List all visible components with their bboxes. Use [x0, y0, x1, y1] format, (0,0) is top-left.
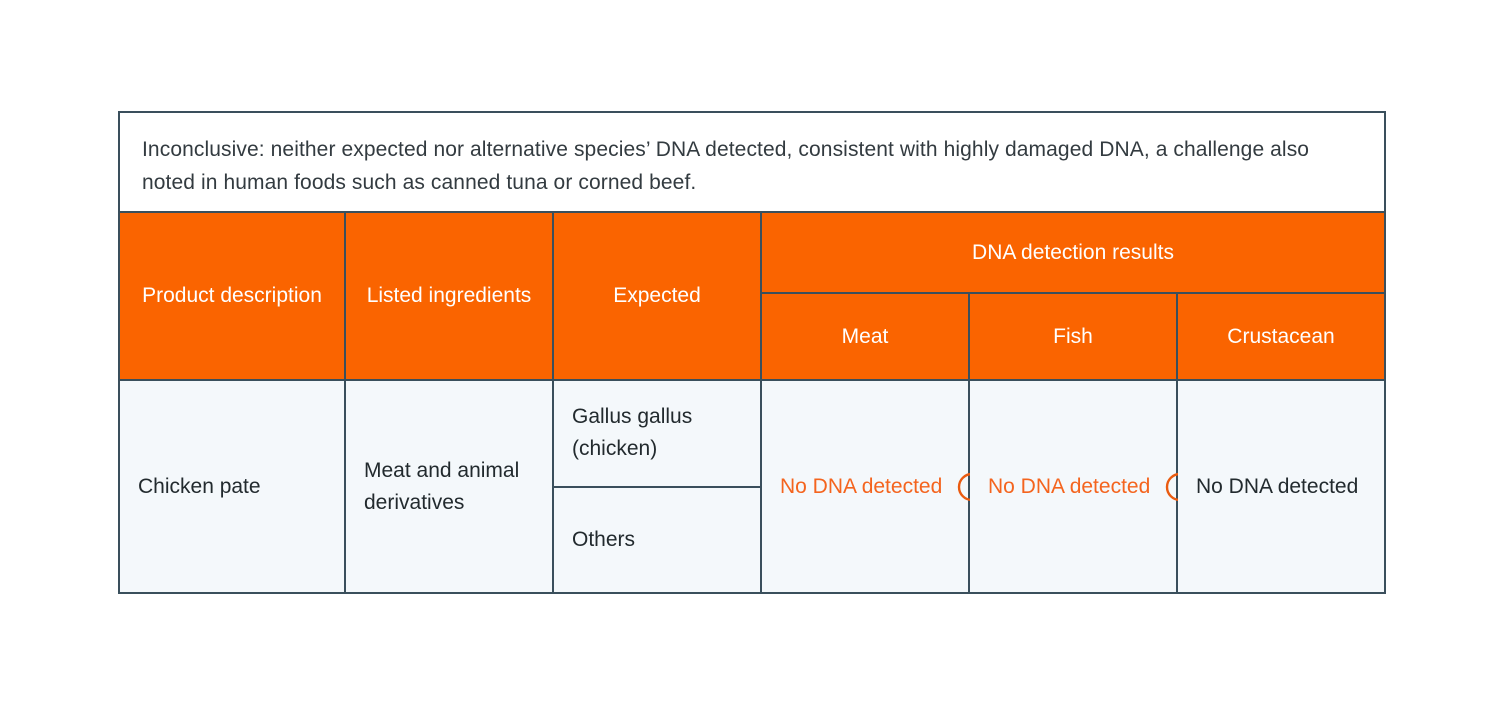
result-text-fish: No DNA detected [988, 474, 1151, 498]
cell-expected-primary: Gallus gallus (chicken) [554, 381, 760, 488]
table-header-row: Product description Listed ingredients E… [120, 213, 1384, 381]
column-group-header-label: DNA detection results [762, 213, 1384, 294]
cell-listed-ingredients: Meat and animal derivatives [346, 381, 554, 592]
column-header-meat: Meat [762, 294, 970, 379]
cell-expected: Gallus gallus (chicken) Others [554, 381, 762, 592]
column-header-product-description: Product description [120, 213, 346, 379]
result-text-meat: No DNA detected [780, 474, 943, 498]
cell-expected-secondary: Others [572, 527, 636, 551]
column-group-dna-detection-results: DNA detection results Meat Fish Crustace… [762, 213, 1384, 379]
table-caption-text: Inconclusive: neither expected nor alter… [142, 138, 1310, 194]
table-row: Chicken pate Meat and animal derivatives… [120, 381, 1384, 592]
dna-results-table: Inconclusive: neither expected nor alter… [118, 111, 1386, 594]
column-header-fish: Fish [970, 294, 1178, 379]
column-header-crustacean: Crustacean [1227, 324, 1335, 348]
cell-product-description: Chicken pate [120, 381, 346, 592]
table-caption-row: Inconclusive: neither expected nor alter… [120, 113, 1384, 213]
sub-column-header-row: Meat Fish Crustacean [762, 294, 1384, 379]
cell-result-fish: No DNA detected [970, 381, 1195, 592]
cell-result-crustacean: No DNA detected [1178, 381, 1384, 592]
result-text-crustacean: No DNA detected [1196, 474, 1359, 498]
column-header-expected: Expected [554, 213, 762, 379]
cell-result-meat: No DNA detected [762, 381, 987, 592]
column-header-listed-ingredients: Listed ingredients [346, 213, 554, 379]
